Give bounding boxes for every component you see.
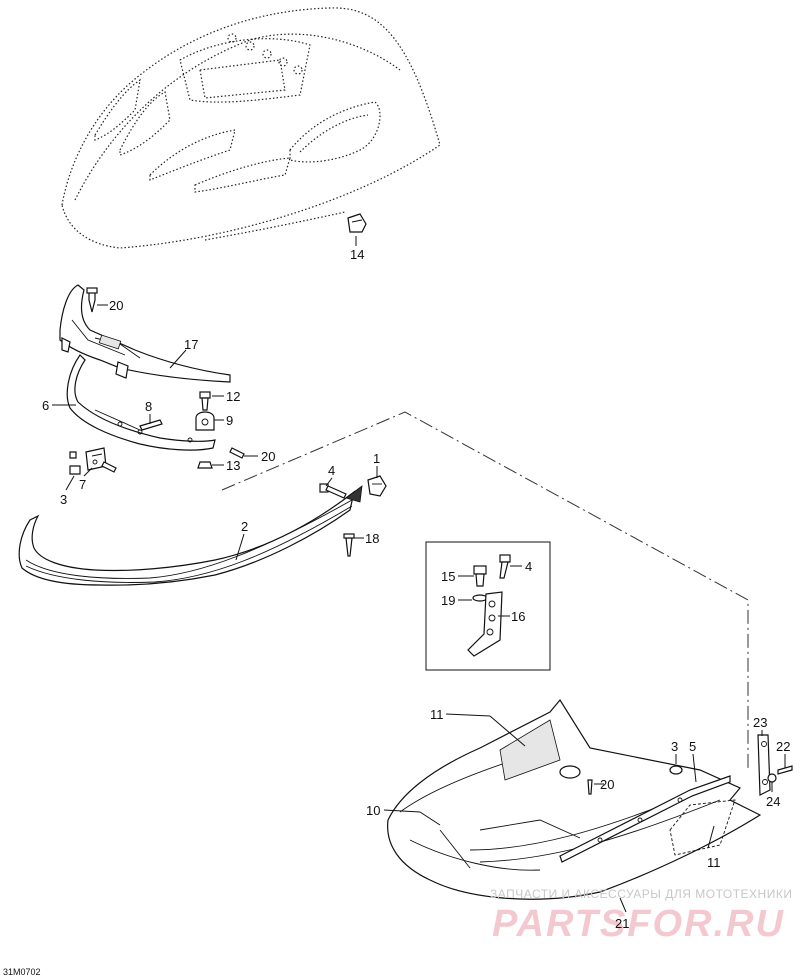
callout-3-right: 3: [671, 739, 678, 754]
callout-23: 23: [753, 715, 767, 730]
watermark-top-text: ЗАПЧАСТИ И АКСЕССУАРЫ ДЛЯ МОТОТЕХНИКИ: [490, 887, 792, 901]
callout-10: 10: [366, 803, 380, 818]
callout-2: 2: [241, 519, 248, 534]
bolt-part-15: [473, 565, 487, 587]
nut-part-3-left: [69, 451, 81, 475]
assembly-path-line: [221, 411, 749, 770]
assembly-arrow: [345, 485, 363, 503]
bumper-frame-part-6: [66, 354, 216, 451]
callout-7: 7: [79, 477, 86, 492]
rail-part-5: [559, 775, 731, 863]
callout-20-mid: 20: [261, 449, 275, 464]
bracket-part-23: [757, 734, 771, 796]
callout-18: 18: [365, 531, 379, 546]
rivet-part-22: [777, 765, 793, 775]
bolt-part-12: [199, 391, 211, 411]
detail-inset-box: [425, 541, 551, 671]
bolt-part-20-upper: [86, 287, 98, 313]
upper-bracket-part-17: [59, 284, 231, 383]
clip-part-1: [367, 475, 387, 497]
callout-20-lower: 20: [600, 777, 614, 792]
callout-4-detail: 4: [525, 559, 532, 574]
drawing-code: 31M0702: [3, 967, 41, 977]
callout-17: 17: [184, 337, 198, 352]
callout-12: 12: [226, 389, 240, 404]
clip-part-14: [347, 213, 367, 233]
callout-11-right: 11: [707, 855, 721, 870]
washer-part-19: [472, 594, 488, 602]
bracket-part-9: [195, 411, 215, 431]
callout-22: 22: [776, 739, 790, 754]
rivet-part-20-lower: [587, 779, 593, 795]
skid-plate-opening: [559, 765, 581, 779]
callout-16: 16: [511, 609, 525, 624]
callout-13: 13: [226, 458, 240, 473]
watermark-logo-text: PARTSFOR.RU: [492, 903, 785, 945]
callout-4-bumper: 4: [328, 463, 335, 478]
watermark: ЗАПЧАСТИ И АКСЕССУАРЫ ДЛЯ МОТОТЕХНИКИ PA…: [490, 887, 792, 945]
nut-part-3-right: [669, 765, 683, 775]
callout-15: 15: [441, 569, 455, 584]
bracket-part-16: [467, 591, 503, 657]
callout-11-left: 11: [430, 707, 444, 722]
callout-21: 21: [615, 916, 629, 931]
plate-part-7: [85, 447, 117, 473]
liner-part-11-left: [499, 719, 561, 781]
bolt-part-4-bumper: [319, 483, 347, 499]
callout-3-left: 3: [60, 492, 67, 507]
callout-9: 9: [226, 413, 233, 428]
bolt-part-4-detail: [499, 554, 511, 579]
callout-1: 1: [373, 451, 380, 466]
hood-holes: [227, 33, 303, 75]
rivet-part-8: [139, 419, 163, 431]
callout-14: 14: [350, 247, 364, 262]
liner-part-11-right: [669, 799, 736, 856]
callout-6: 6: [42, 398, 49, 413]
nut-part-13: [197, 461, 213, 469]
bumper-part-2: [18, 490, 355, 586]
callout-24: 24: [766, 794, 780, 809]
leader-lines: [52, 236, 786, 913]
hood-phantom: [61, 7, 441, 249]
screw-part-20-mid: [229, 447, 245, 459]
rivet-part-18: [343, 533, 355, 557]
skid-plate-part-10: [387, 698, 762, 900]
washer-part-24: [767, 773, 777, 783]
callout-20-upper: 20: [109, 298, 123, 313]
callout-numbers: 14 20 17 6 12 8 9 20 13 7 3 4 1 2 18 15 …: [42, 247, 790, 931]
callout-8: 8: [145, 399, 152, 414]
callout-19: 19: [441, 593, 455, 608]
callout-5: 5: [689, 739, 696, 754]
